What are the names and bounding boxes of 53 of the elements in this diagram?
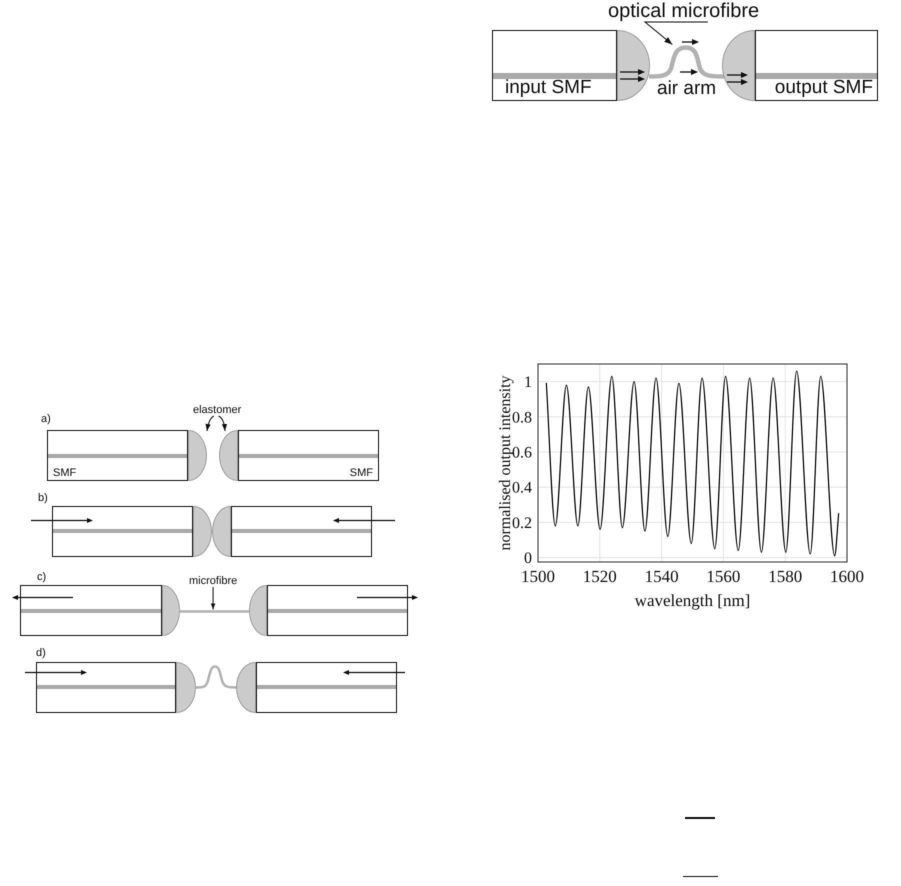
fiber-label: input SMF <box>505 78 592 99</box>
leader-arrow <box>218 416 227 432</box>
leader-arrow <box>644 22 708 45</box>
fiber-box <box>238 430 379 481</box>
fiber-label: SMF <box>53 466 76 479</box>
leader-arrow <box>210 586 216 610</box>
panel-label: a) <box>41 413 51 426</box>
tick-label: 0 <box>524 550 532 568</box>
callout-label: microfibre <box>189 575 238 588</box>
tick-label: 1520 <box>582 567 617 586</box>
tick-label: 1540 <box>644 567 679 586</box>
tick-label: 1 <box>524 374 532 392</box>
fiber-box <box>47 430 188 481</box>
part-label: air arm <box>657 79 716 100</box>
tick-label: 1580 <box>768 567 802 586</box>
tick-label: 0.4 <box>512 480 532 497</box>
axis-title: wavelength [nm] <box>634 591 750 610</box>
elastomer-cap <box>176 662 196 713</box>
elastomer-cap <box>722 30 755 101</box>
tick-label: 1600 <box>830 567 864 586</box>
fiber-box <box>492 30 617 101</box>
fiber-box <box>755 30 878 101</box>
tick-label: 1500 <box>521 567 555 586</box>
microfibre-strand <box>196 664 238 688</box>
elastomer-cap <box>193 506 212 557</box>
panel-label: d) <box>36 647 46 660</box>
elastomer-cap <box>188 430 207 481</box>
callout-label: elastomer <box>193 404 242 416</box>
microfibre-strand <box>180 610 249 612</box>
tick-label: 1560 <box>706 567 740 586</box>
fiber-box <box>267 585 408 636</box>
fiber-box <box>52 506 193 557</box>
fiber-label: output SMF <box>774 78 873 99</box>
elastomer-cap <box>219 430 238 481</box>
elastomer-cap <box>236 662 256 713</box>
tick-label: 0.8 <box>512 409 532 426</box>
panel-label: c) <box>37 571 46 584</box>
leader-arrow <box>206 416 214 432</box>
axis-title: normalised output intensity <box>497 375 514 551</box>
tick-label: 0.2 <box>512 514 532 532</box>
elastomer-cap <box>249 585 267 636</box>
tick-label: 0.6 <box>512 444 532 462</box>
fiber-box <box>256 662 397 713</box>
fiber-box <box>36 662 176 713</box>
panel-label: b) <box>38 492 48 504</box>
microfibre-strand <box>649 44 724 78</box>
elastomer-cap <box>617 30 650 101</box>
elastomer-cap <box>212 506 231 557</box>
fiber-box <box>20 585 162 636</box>
elastomer-cap <box>162 585 180 636</box>
callout-label: optical microfibre <box>608 0 760 22</box>
fiber-box <box>231 506 372 557</box>
fiber-label: SMF <box>350 466 373 479</box>
